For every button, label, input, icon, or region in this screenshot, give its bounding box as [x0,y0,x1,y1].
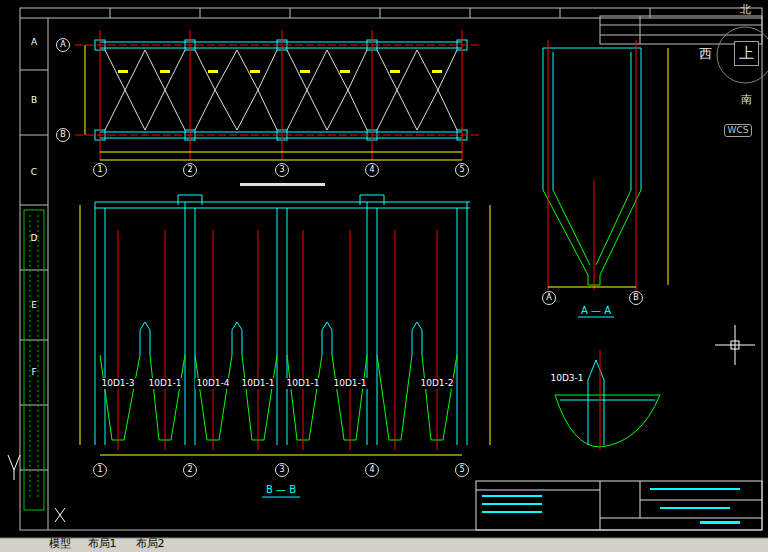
part-mark: 10D1-1 [240,378,275,389]
part-mark: 10D1-3 [100,378,135,389]
axis-bubble: 3 [275,463,289,477]
axis-bubble: 4 [365,463,379,477]
axis-bubble: 1 [93,463,107,477]
axis-label: A [60,41,65,49]
row-letter: C [31,168,37,177]
row-letter: B [31,96,37,105]
axis-bubble: A [56,38,70,52]
axis-label: 2 [187,466,192,474]
row-letter: E [31,301,37,310]
axis-bubble: 5 [455,163,469,177]
part-mark: 10D1-2 [419,378,454,389]
axis-label: B [60,131,66,139]
axis-label: 5 [459,166,464,174]
row-letter: A [31,38,37,47]
axis-label: 4 [369,166,374,174]
axis-label: 2 [187,166,192,174]
axis-bubble: 1 [93,163,107,177]
axis-label: B [633,294,639,302]
compass-label: 北 [740,4,751,15]
axis-bubble: B [56,128,70,142]
axis-label: 1 [97,166,102,174]
axis-bubble: 5 [455,463,469,477]
axis-bubble: A [542,291,556,305]
axis-bubble: B [629,291,643,305]
part-mark: 10D1-1 [332,378,367,389]
layout-tab: 布局1 [88,538,117,549]
section-title: A — A [581,306,611,316]
compass-label: 西 [699,47,712,60]
viewcube-face: 上 [734,41,759,66]
axis-bubble: 3 [275,163,289,177]
wcs-label: WCS [724,124,753,137]
layout-tab: 模型 [49,538,71,549]
axis-bubble: 2 [183,163,197,177]
compass-label: 南 [741,94,752,105]
part-mark: 10D3-1 [549,373,584,384]
axis-bubble: 2 [183,463,197,477]
part-mark: 10D1-1 [285,378,320,389]
axis-label: 4 [369,466,374,474]
axis-label: 3 [279,466,284,474]
part-mark: 10D1-4 [195,378,230,389]
part-mark: 10D1-1 [147,378,182,389]
section-title: B — B [266,485,296,495]
axis-label: 5 [459,466,464,474]
row-letter: D [31,234,38,243]
axis-label: 1 [97,466,102,474]
row-letter: F [31,368,36,377]
axis-bubble: 4 [365,163,379,177]
axis-label: A [546,294,551,302]
layout-tab: 布局2 [136,538,165,549]
axis-label: 3 [279,166,284,174]
